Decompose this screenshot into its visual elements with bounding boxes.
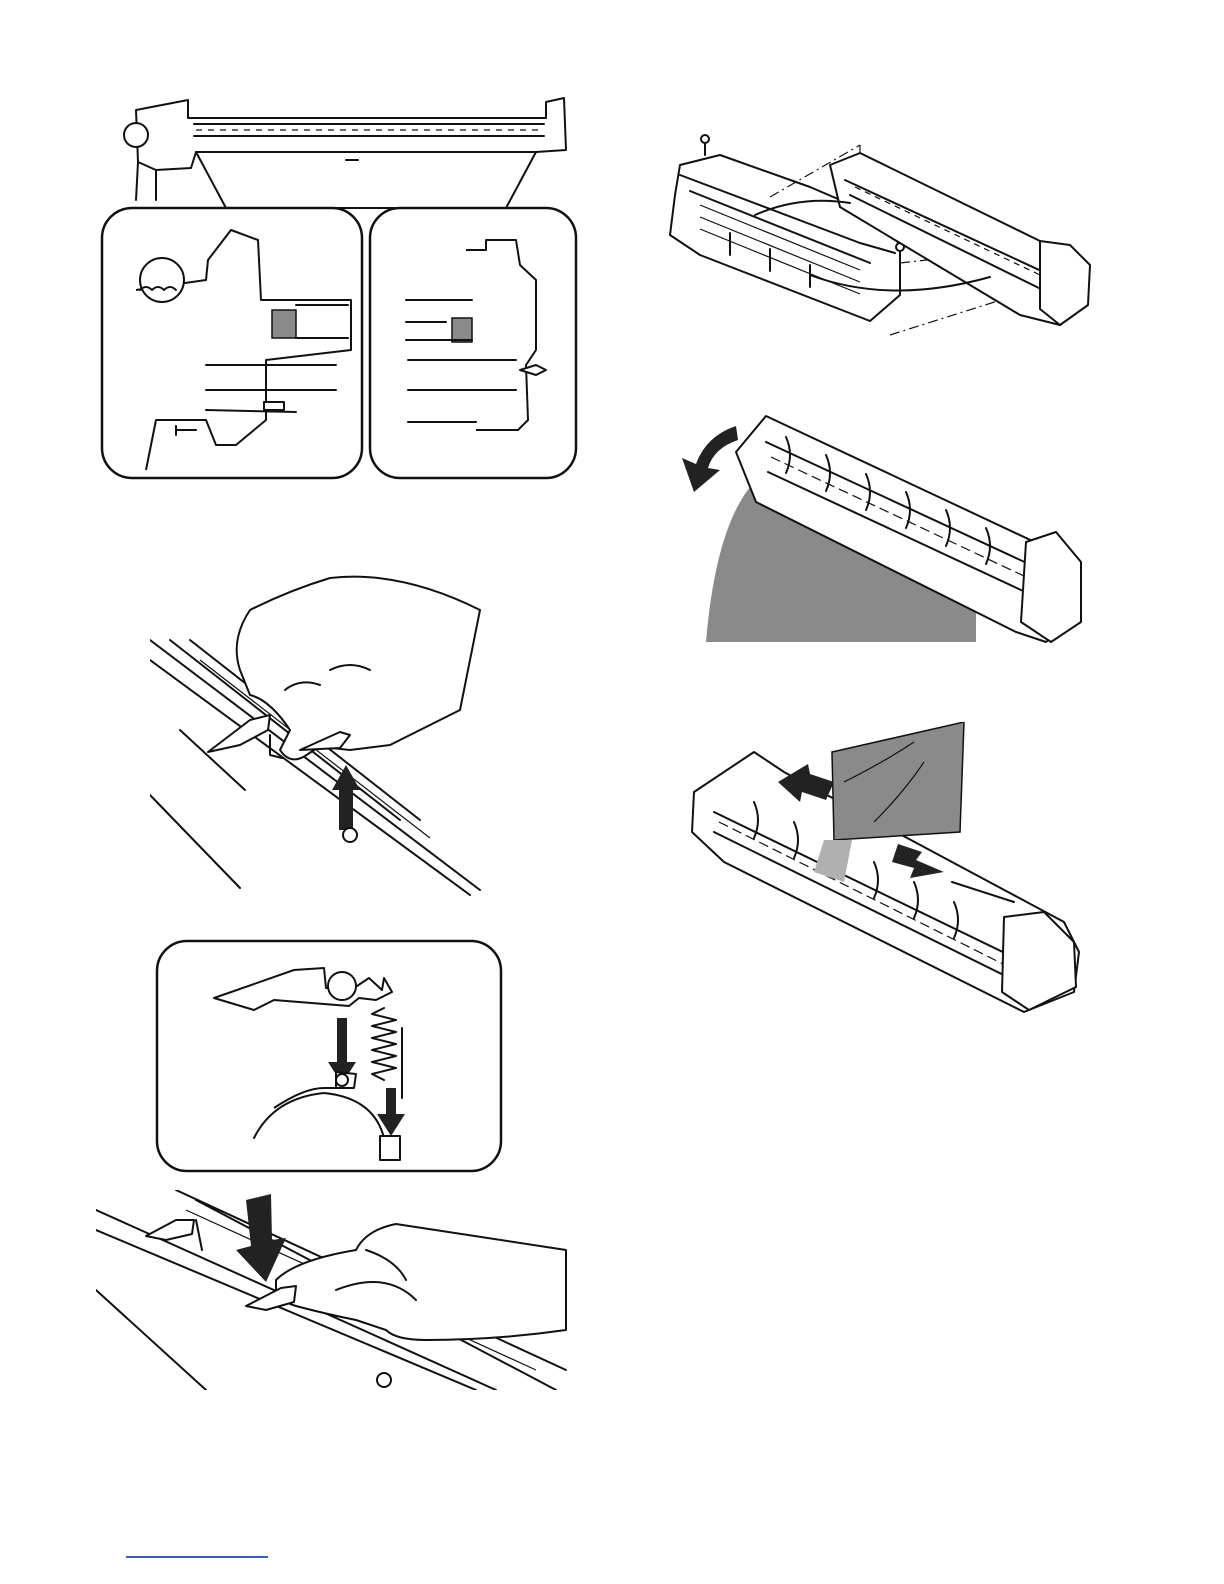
figure-sheet-slide-out <box>684 722 1084 1022</box>
figure-unit-rotate-cover <box>676 392 1096 652</box>
figure-drum-unit-end-supports <box>96 90 586 490</box>
rotate-arrow-icon <box>682 426 738 492</box>
screw-icon <box>701 135 709 155</box>
figure-screw-removal-exploded <box>660 125 1100 345</box>
figure-lever-spring-detail <box>154 938 504 1174</box>
protective-sheet <box>832 722 964 840</box>
footer-rule <box>126 1556 268 1558</box>
figure-finger-lever-release <box>150 570 490 900</box>
figure-press-lever-install <box>96 1190 571 1390</box>
